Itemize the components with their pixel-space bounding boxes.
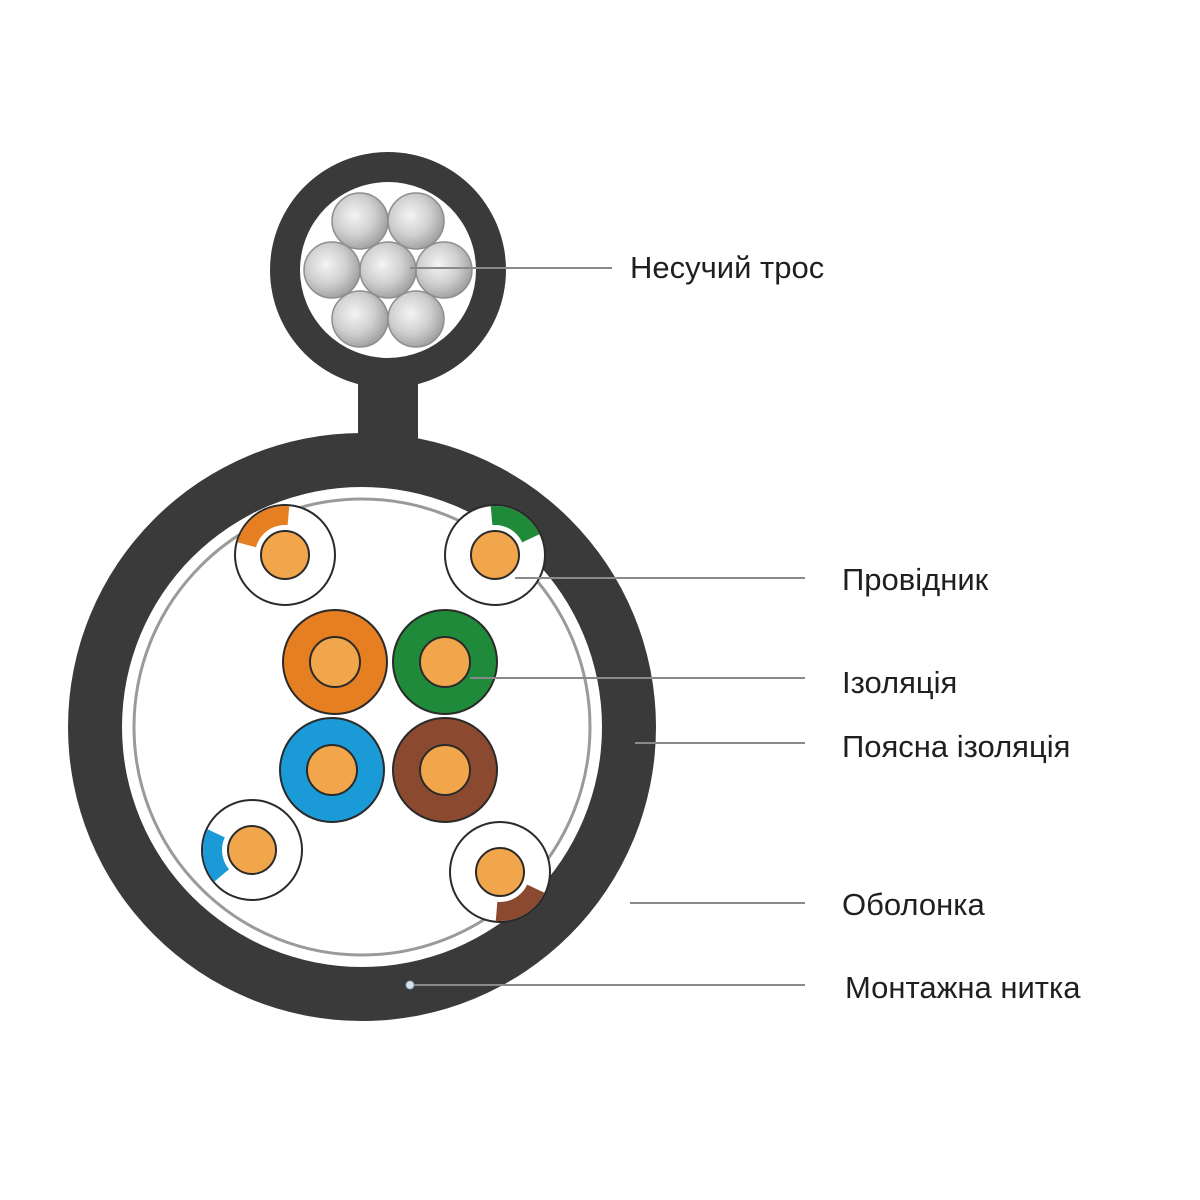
belt-insulation-ring bbox=[132, 497, 592, 957]
solid-blue-conductor bbox=[279, 717, 385, 823]
insulation-stripe-orange bbox=[237, 506, 290, 548]
solid-brown-conductor bbox=[392, 717, 498, 823]
striped-brown-conductor bbox=[449, 821, 551, 923]
insulation-stripe-brown bbox=[495, 884, 545, 922]
insulation-stripe-blue bbox=[203, 829, 230, 882]
copper-core bbox=[470, 530, 520, 580]
copper-core bbox=[306, 744, 358, 796]
steel-strand bbox=[415, 241, 473, 299]
messenger-strands bbox=[303, 192, 473, 348]
leader-lines bbox=[410, 267, 805, 986]
label-insulation: Ізоляція bbox=[842, 665, 957, 700]
label-belt-insulation: Поясна ізоляція bbox=[842, 729, 1070, 764]
label-messenger: Несучий трос bbox=[630, 250, 824, 285]
steel-strand bbox=[387, 192, 445, 250]
copper-core bbox=[260, 530, 310, 580]
copper-core bbox=[419, 636, 471, 688]
steel-strand bbox=[331, 192, 389, 250]
steel-strand bbox=[387, 290, 445, 348]
steel-strand bbox=[303, 241, 361, 299]
main-cable bbox=[68, 433, 656, 1021]
steel-strand bbox=[331, 290, 389, 348]
copper-core bbox=[309, 636, 361, 688]
solid-orange-conductor bbox=[282, 609, 388, 715]
label-ripcord: Монтажна нитка bbox=[845, 970, 1081, 1005]
solid-green-conductor bbox=[392, 609, 498, 715]
label-jacket: Оболонка bbox=[842, 887, 985, 922]
messenger-wire bbox=[270, 152, 506, 445]
striped-orange-conductor bbox=[234, 504, 336, 606]
ripcord bbox=[405, 980, 415, 990]
copper-core bbox=[419, 744, 471, 796]
striped-green-conductor bbox=[444, 504, 546, 606]
insulation-stripe-green bbox=[490, 506, 540, 543]
label-conductor: Провідник bbox=[842, 562, 989, 597]
steel-strand bbox=[359, 241, 417, 299]
twisted-pairs bbox=[201, 504, 551, 923]
copper-core bbox=[227, 825, 277, 875]
copper-core bbox=[475, 847, 525, 897]
striped-blue-conductor bbox=[201, 799, 303, 901]
